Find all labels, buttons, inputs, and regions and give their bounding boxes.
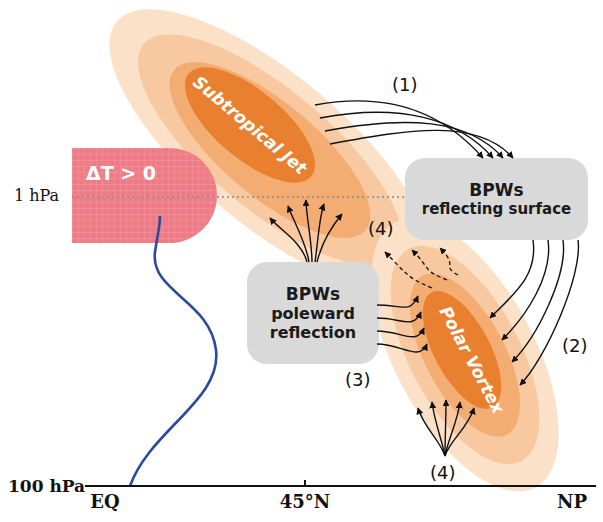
callout-number: (4): [368, 218, 394, 239]
box-body: reflecting surface: [422, 200, 571, 218]
polar-vortex-region: Polar Vortex: [355, 205, 575, 495]
warming-region: ΔT > 0: [72, 148, 217, 243]
box-heading: BPWs: [469, 180, 523, 200]
callout-number: (3): [345, 369, 371, 390]
warming-shape: [72, 148, 217, 243]
callout-number: (2): [562, 335, 588, 356]
callout-number: (1): [392, 74, 418, 95]
region-label: ΔT > 0: [86, 162, 156, 184]
axis-label: NP: [557, 491, 587, 512]
jet-stream-region: Subtropical Jet: [95, 0, 485, 300]
axis-tick: [304, 480, 306, 486]
contour-band: [360, 223, 570, 487]
box-shape: [247, 262, 379, 364]
contour-core: [407, 279, 517, 420]
reflecting-surface-box: BPWsreflecting surface: [405, 158, 588, 240]
box-shape: [405, 158, 588, 240]
axis-label: EQ: [90, 491, 119, 512]
region-label: Subtropical Jet: [189, 72, 311, 179]
warming-texture: [72, 148, 217, 243]
latitude-axis: [85, 485, 596, 487]
box-body: poleward reflection: [255, 304, 371, 342]
region-label: Polar Vortex: [435, 303, 508, 417]
box-content: BPWsreflecting surface: [405, 158, 588, 240]
poleward-reflection-box: BPWspoleward reflection: [247, 262, 379, 364]
callout-number: (4): [430, 462, 456, 483]
box-heading: BPWs: [286, 284, 340, 304]
temperature-profile: [130, 216, 216, 486]
axis-label: 100 hPa: [8, 476, 85, 496]
contour-band: [387, 257, 542, 453]
axis-label: 1 hPa: [14, 186, 59, 205]
box-content: BPWspoleward reflection: [247, 262, 379, 364]
axis-label: 45°N: [280, 491, 331, 512]
